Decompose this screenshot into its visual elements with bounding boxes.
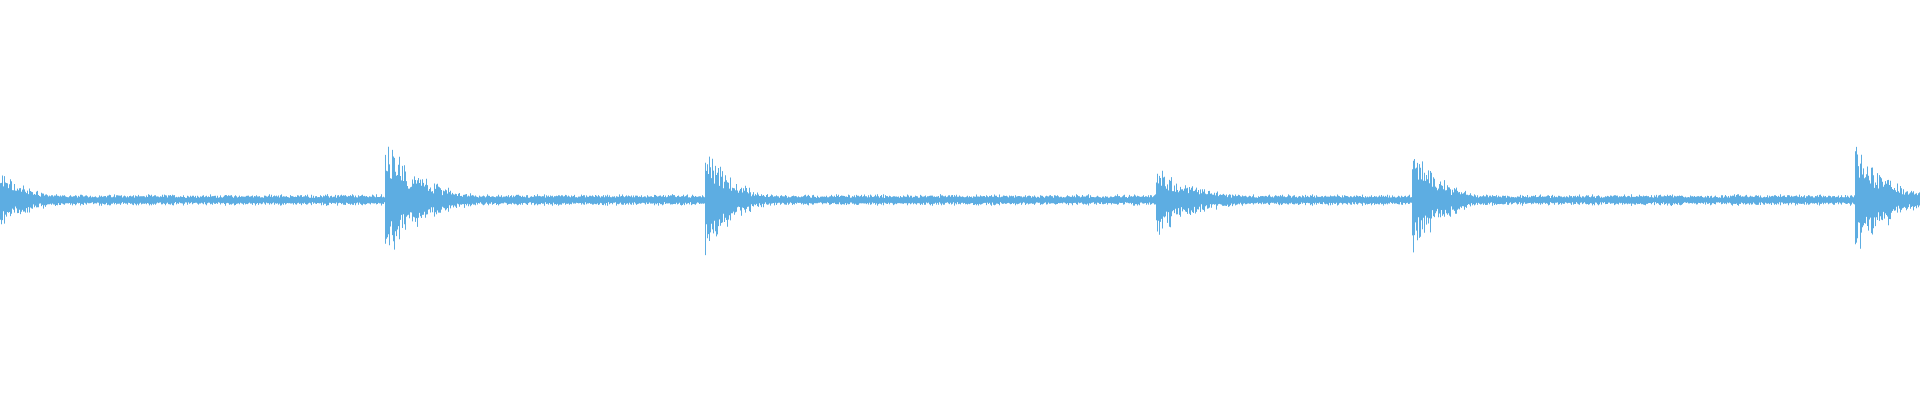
waveform-trace	[0, 146, 1920, 256]
